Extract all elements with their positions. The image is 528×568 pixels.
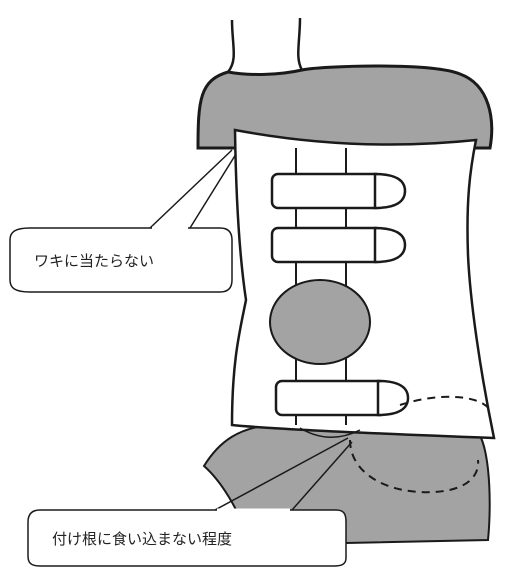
neck-outline xyxy=(226,17,304,73)
callout-1-bubble xyxy=(9,227,233,293)
strap-2 xyxy=(270,226,407,264)
callout-groin-text: 付け根に食い込まない程度 xyxy=(52,530,233,548)
upper-torso xyxy=(196,64,494,150)
abdomen-bulge xyxy=(269,279,371,365)
strap-3 xyxy=(274,379,410,417)
strap-1 xyxy=(270,172,407,210)
callout-2-pointer xyxy=(214,437,353,511)
callout-2-bubble xyxy=(27,509,347,567)
callout-armpit-text: ワキに当たらない xyxy=(34,252,155,270)
groin-crease xyxy=(299,427,361,438)
callout-1-pointer xyxy=(149,149,237,229)
dashed-thigh-outline xyxy=(349,395,491,494)
